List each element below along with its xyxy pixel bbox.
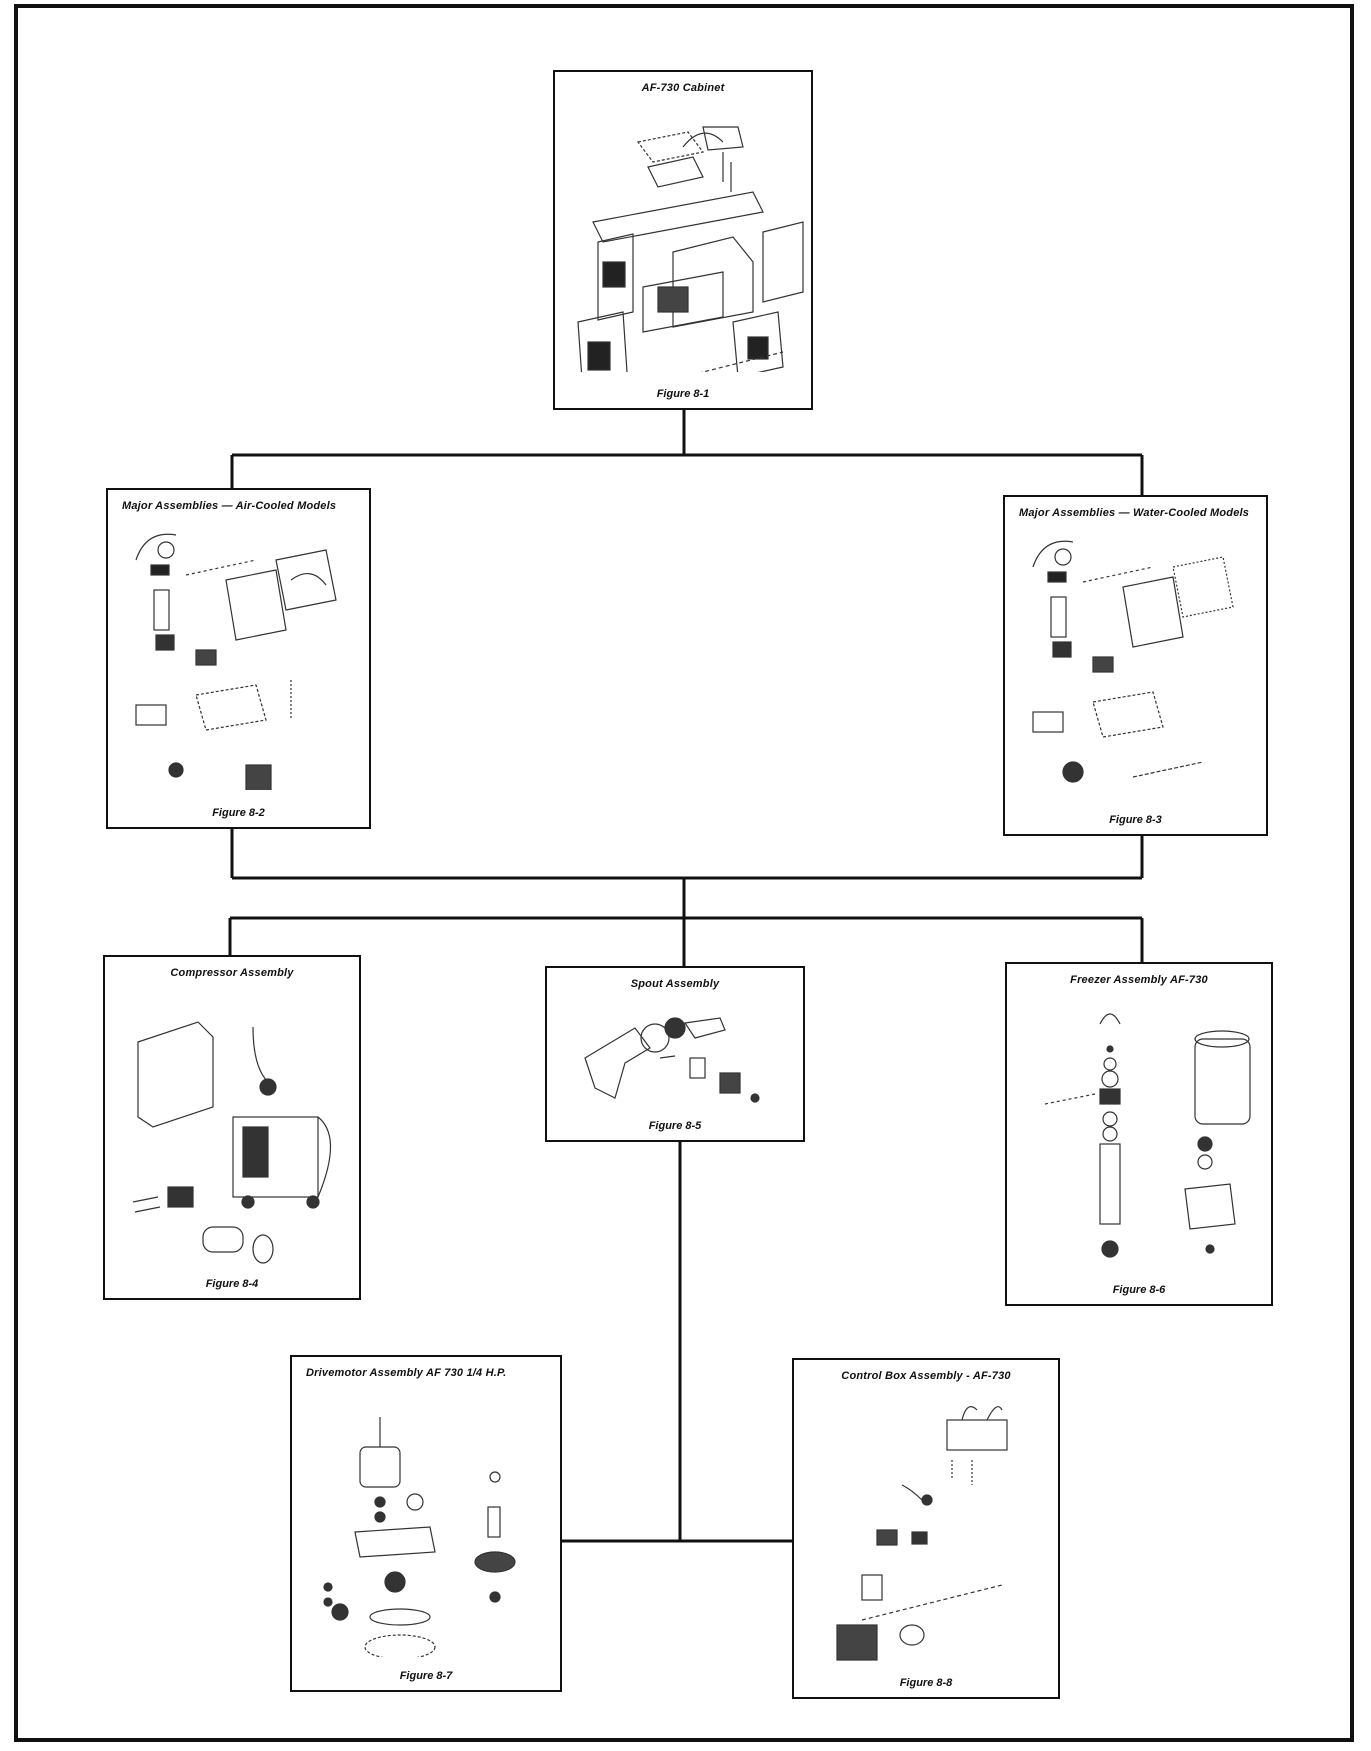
control-box-exploded-drawing: [836, 1406, 1008, 1661]
figure-caption: Figure 8-7: [399, 1670, 453, 1682]
box-title: AF-730 Cabinet: [641, 82, 725, 94]
figure-caption: Figure 8-8: [899, 1677, 953, 1689]
figure-caption: Figure 8-3: [1109, 814, 1162, 826]
figure-caption: Figure 8-2: [212, 807, 265, 819]
drivemotor-figure-box: Drivemotor Assembly AF 730 1/4 H.P. Figu…: [290, 1355, 562, 1692]
freezer-exploded-drawing: [1044, 1013, 1251, 1258]
water-cooled-exploded-drawing: [1032, 540, 1234, 783]
drivemotor-exploded-drawing: [323, 1417, 516, 1657]
compressor-exploded-drawing: [132, 1021, 332, 1264]
freezer-figure-box: Freezer Assembly AF-730 Figure 8-6: [1005, 962, 1273, 1306]
spout-exploded-drawing: [584, 1017, 760, 1103]
box-title: Drivemotor Assembly AF 730 1/4 H.P.: [306, 1367, 507, 1379]
compressor-figure-box: Compressor Assembly Figure 8-4: [103, 955, 361, 1300]
water-cooled-figure-box: Major Assemblies — Water-Cooled Models F…: [1003, 495, 1268, 836]
box-title: Major Assemblies — Water-Cooled Models: [1019, 507, 1250, 519]
box-title: Spout Assembly: [630, 978, 720, 990]
box-title: Freezer Assembly AF-730: [1070, 974, 1208, 986]
figure-caption: Figure 8-6: [1112, 1284, 1166, 1296]
page-frame: [14, 4, 1354, 1742]
box-title: Major Assemblies — Air-Cooled Models: [122, 500, 337, 512]
figure-caption: Figure 8-4: [205, 1278, 259, 1290]
box-title: Compressor Assembly: [170, 967, 294, 979]
cabinet-figure-box: AF-730 Cabinet Figure 8-1: [553, 70, 813, 410]
control-box-figure-box: Control Box Assembly - AF-730 Figure 8-8: [792, 1358, 1060, 1699]
box-title: Control Box Assembly - AF-730: [841, 1370, 1011, 1382]
air-cooled-figure-box: Major Assemblies — Air-Cooled Models Fig…: [106, 488, 371, 829]
spout-figure-box: Spout Assembly Figure 8-5: [545, 966, 805, 1142]
air-cooled-exploded-drawing: [135, 533, 337, 790]
cabinet-exploded-drawing: [577, 126, 804, 372]
figure-caption: Figure 8-5: [648, 1120, 702, 1132]
figure-caption: Figure 8-1: [656, 388, 710, 400]
